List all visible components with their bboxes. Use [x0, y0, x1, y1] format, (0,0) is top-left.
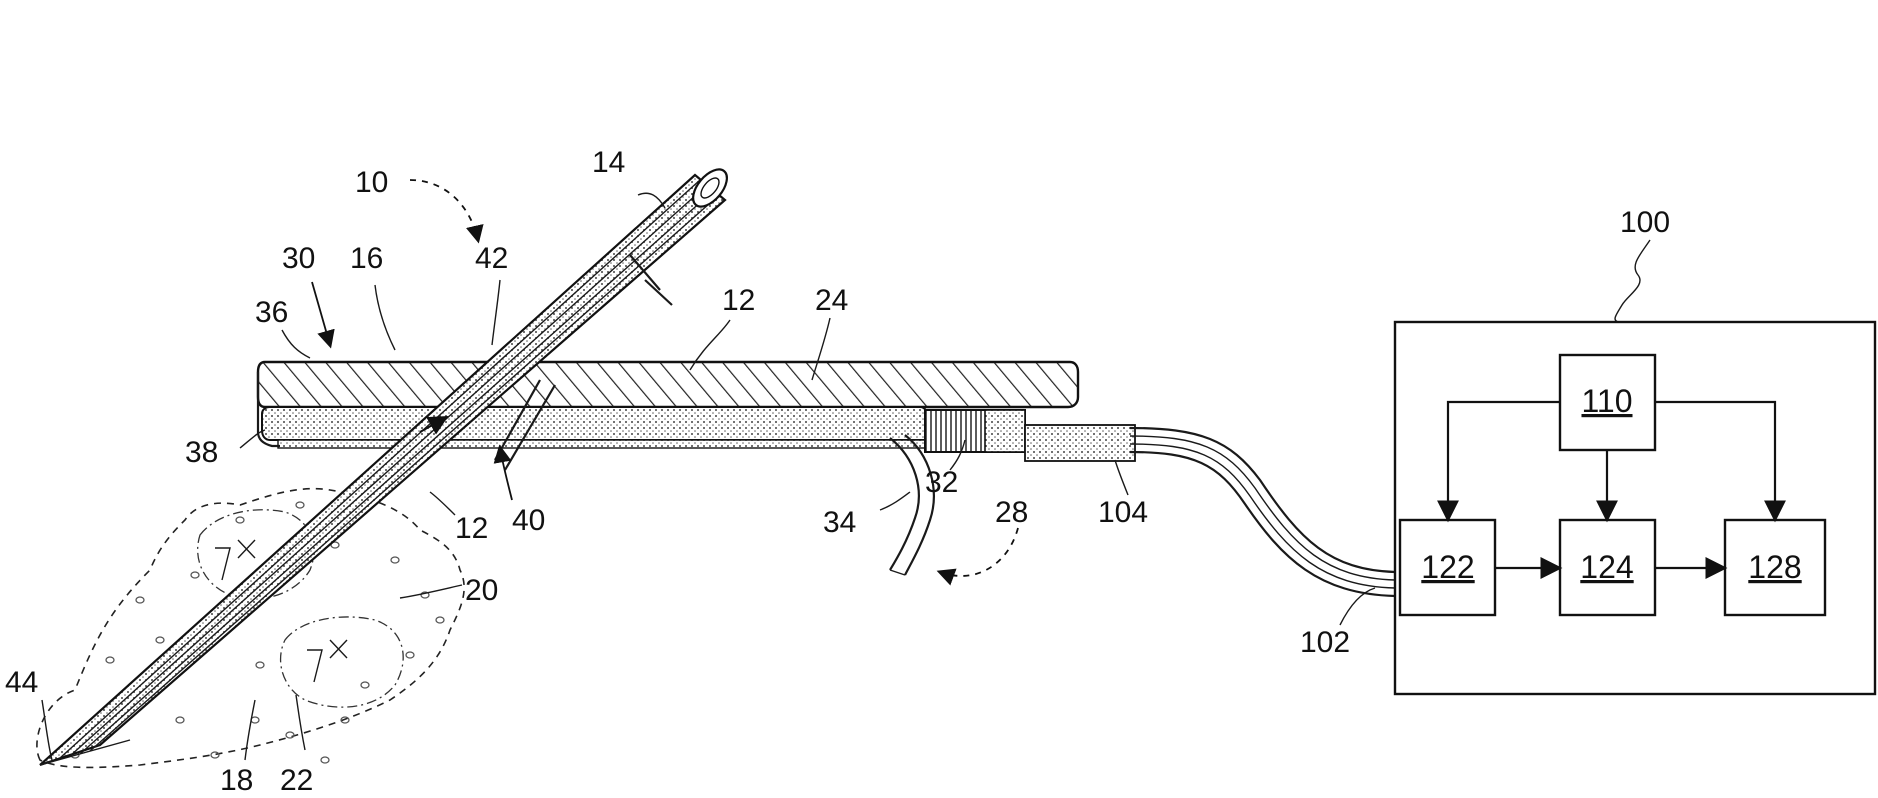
label-40: 40 [512, 504, 545, 537]
label-14: 14 [592, 146, 625, 179]
label-16: 16 [350, 242, 383, 275]
cable [1130, 428, 1395, 596]
cable-connector [1025, 425, 1135, 461]
connector-block [925, 410, 1025, 452]
label-100: 100 [1620, 206, 1670, 239]
label-42: 42 [475, 242, 508, 275]
curved-conduit [890, 435, 934, 575]
label-38: 38 [185, 436, 218, 469]
label-10: 10 [355, 166, 388, 199]
label-24: 24 [815, 284, 848, 317]
controller-system: 110 122 124 128 [1395, 322, 1875, 694]
label-28: 28 [995, 496, 1028, 529]
box-128-label: 128 [1748, 549, 1801, 585]
label-32: 32 [925, 466, 958, 499]
label-34: 34 [823, 506, 856, 539]
label-102: 102 [1300, 626, 1350, 659]
label-22: 22 [280, 764, 313, 797]
needle-assembly [40, 163, 733, 765]
label-44: 44 [5, 666, 38, 699]
label-18: 18 [220, 764, 253, 797]
label-12-bottom: 12 [455, 512, 488, 545]
label-36: 36 [255, 296, 288, 329]
box-124-label: 124 [1580, 549, 1633, 585]
label-20: 20 [465, 574, 498, 607]
label-12-top: 12 [722, 284, 755, 317]
box-122-label: 122 [1421, 549, 1474, 585]
label-104: 104 [1098, 496, 1148, 529]
box-110-label: 110 [1581, 383, 1632, 419]
label-30: 30 [282, 242, 315, 275]
